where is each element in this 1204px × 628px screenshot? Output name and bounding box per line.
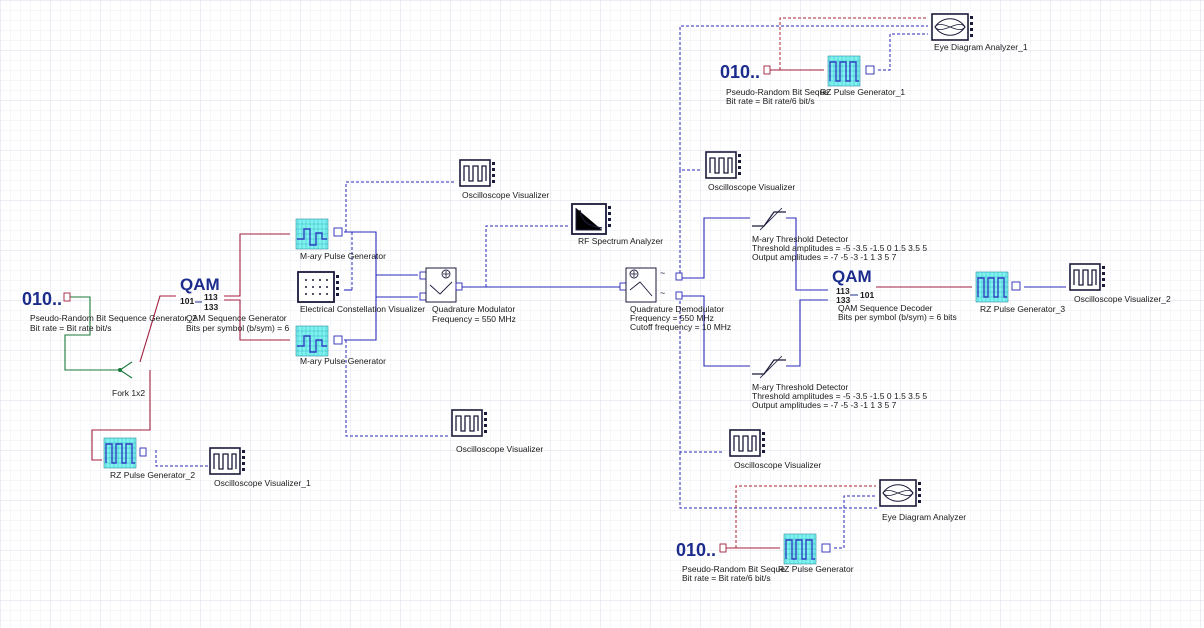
qam-bits-in: 101: [180, 296, 194, 306]
prbs0-glyph: 010..: [676, 540, 716, 560]
fork-1x2[interactable]: Fork 1x2: [112, 368, 145, 398]
quadrature-modulator[interactable]: Quadrature Modulator Frequency = 550 MHz: [419, 267, 516, 324]
threshold-bottom-param2: Output amplitudes = -7 -5 -3 -1 1 3 5 7: [752, 400, 897, 410]
osc-top-title: Oscilloscope Visualizer: [462, 190, 549, 200]
osc1-title: Oscilloscope Visualizer_1: [214, 478, 311, 488]
rz-pulse-generator[interactable]: RZ Pulse Generator: [778, 533, 854, 574]
prbs-generator-main[interactable]: 010.. Pseudo-Random Bit Sequence Generat…: [22, 289, 197, 333]
mary-pulse-generator-bottom[interactable]: M-ary Pulse Generator: [295, 325, 386, 366]
rz1-title: RZ Pulse Generator_1: [820, 87, 905, 97]
oscilloscope-visualizer-demod-bottom[interactable]: Oscilloscope Visualizer: [729, 429, 821, 470]
prbs-output-port[interactable]: [63, 292, 71, 302]
quad-mod-title: Quadrature Modulator: [432, 304, 515, 314]
fork-title: Fork 1x2: [112, 388, 145, 398]
qam-sequence-generator[interactable]: QAM 101 113 133 QAM Sequence Generator B…: [180, 275, 289, 333]
quad-demod-param2: Cutoff frequency = 10 MHz: [630, 322, 731, 332]
prbs-generator[interactable]: 010.. Pseudo-Random Bit Seque Bit rate =…: [676, 540, 785, 583]
quad-demod-title: Quadrature Demodulator: [630, 304, 724, 314]
eye1-title: Eye Diagram Analyzer_1: [934, 42, 1028, 52]
qam-dec-param: Bits per symbol (b/sym) = 6 bits: [838, 312, 957, 322]
prbs1-param: Bit rate = Bit rate/6 bit/s: [726, 96, 815, 106]
oscilloscope-visualizer-demod-top[interactable]: Oscilloscope Visualizer: [705, 151, 795, 192]
quad-demod-param1: Frequency = 550 MHz: [630, 313, 714, 323]
oscilloscope-visualizer-2[interactable]: Oscilloscope Visualizer_2: [1069, 263, 1171, 304]
mary-top-title: M-ary Pulse Generator: [300, 251, 386, 261]
threshold-bottom-param1: Threshold amplitudes = -5 -3.5 -1.5 0 1.…: [752, 391, 927, 401]
rz-title: RZ Pulse Generator: [778, 564, 854, 574]
wires: [64, 17, 1066, 549]
threshold-top-param1: Threshold amplitudes = -5 -3.5 -1.5 0 1.…: [752, 243, 927, 253]
mary-bottom-output-port[interactable]: [333, 335, 343, 345]
mary-bottom-title: M-ary Pulse Generator: [300, 356, 386, 366]
qam-glyph: QAM: [180, 275, 220, 294]
svg-text:~: ~: [660, 268, 665, 278]
qam-dec-glyph: QAM: [832, 267, 872, 286]
svg-text:~: ~: [660, 288, 665, 298]
qam-symbols-out-1: 113: [204, 292, 218, 302]
rz-pulse-generator-2[interactable]: RZ Pulse Generator_2: [103, 437, 195, 480]
qam-dec-title: QAM Sequence Decoder: [838, 303, 933, 313]
oscilloscope-visualizer-bottom[interactable]: Oscilloscope Visualizer: [451, 409, 543, 454]
quadrature-demodulator[interactable]: ~ ~ Quadrature Demodulator Frequency = 5…: [619, 267, 731, 332]
oscilloscope-visualizer-top[interactable]: Oscilloscope Visualizer: [459, 159, 549, 200]
qam-dec-symbols-in-1: 113: [836, 286, 850, 296]
eye-title: Eye Diagram Analyzer: [882, 512, 966, 522]
qam-sequence-decoder[interactable]: QAM 113 133 101 QAM Sequence Decoder Bit…: [832, 267, 957, 322]
threshold-bottom-title: M-ary Threshold Detector: [752, 382, 848, 392]
oscilloscope-visualizer-1[interactable]: Oscilloscope Visualizer_1: [209, 447, 311, 488]
eye-diagram-analyzer[interactable]: Eye Diagram Analyzer: [879, 479, 966, 522]
osc-demod-top-title: Oscilloscope Visualizer: [708, 182, 795, 192]
electrical-constellation-visualizer[interactable]: Electrical Constellation Visualizer: [297, 271, 425, 314]
eye-diagram-analyzer-1[interactable]: Eye Diagram Analyzer_1: [931, 13, 1028, 52]
qam-symbols-out-2: 133: [204, 302, 218, 312]
mary-threshold-detector-bottom[interactable]: M-ary Threshold Detector Threshold ampli…: [752, 355, 927, 410]
qam-gen-param: Bits per symbol (b/sym) = 6: [186, 323, 289, 333]
prbs1-title: Pseudo-Random Bit Seque: [726, 87, 829, 97]
mary-top-output-port[interactable]: [333, 227, 343, 237]
threshold-top-param2: Output amplitudes = -7 -5 -3 -1 1 3 5 7: [752, 252, 897, 262]
rz-pulse-generator-3[interactable]: RZ Pulse Generator_3: [975, 271, 1065, 314]
rf-spectrum-title: RF Spectrum Analyzer: [578, 236, 663, 246]
prbs-generator-1[interactable]: 010.. Pseudo-Random Bit Seque Bit rate =…: [720, 62, 829, 106]
rz3-title: RZ Pulse Generator_3: [980, 304, 1065, 314]
osc2-title: Oscilloscope Visualizer_2: [1074, 294, 1171, 304]
prbs-glyph: 010..: [22, 289, 62, 309]
prbs-param: Bit rate = Bit rate bit/s: [30, 323, 112, 333]
quad-mod-param: Frequency = 550 MHz: [432, 314, 516, 324]
mary-pulse-generator-top[interactable]: M-ary Pulse Generator: [295, 218, 386, 261]
rz2-title: RZ Pulse Generator_2: [110, 470, 195, 480]
qam-dec-bits-out: 101: [860, 290, 874, 300]
qam-gen-title: QAM Sequence Generator: [186, 313, 287, 323]
mary-threshold-detector-top[interactable]: M-ary Threshold Detector Threshold ampli…: [752, 207, 927, 262]
prbs0-title: Pseudo-Random Bit Seque: [682, 564, 785, 574]
rz-pulse-generator-1[interactable]: RZ Pulse Generator_1: [820, 55, 905, 97]
qam-dec-symbols-in-2: 133: [836, 295, 850, 305]
threshold-top-title: M-ary Threshold Detector: [752, 234, 848, 244]
prbs0-param: Bit rate = Bit rate/6 bit/s: [682, 573, 771, 583]
rf-spectrum-analyzer[interactable]: RF Spectrum Analyzer: [571, 203, 663, 246]
constellation-title: Electrical Constellation Visualizer: [300, 304, 425, 314]
prbs-title: Pseudo-Random Bit Sequence Generator_2: [30, 313, 197, 323]
osc-bottom-title: Oscilloscope Visualizer: [456, 444, 543, 454]
osc-demod-bottom-title: Oscilloscope Visualizer: [734, 460, 821, 470]
prbs1-glyph: 010..: [720, 62, 760, 82]
